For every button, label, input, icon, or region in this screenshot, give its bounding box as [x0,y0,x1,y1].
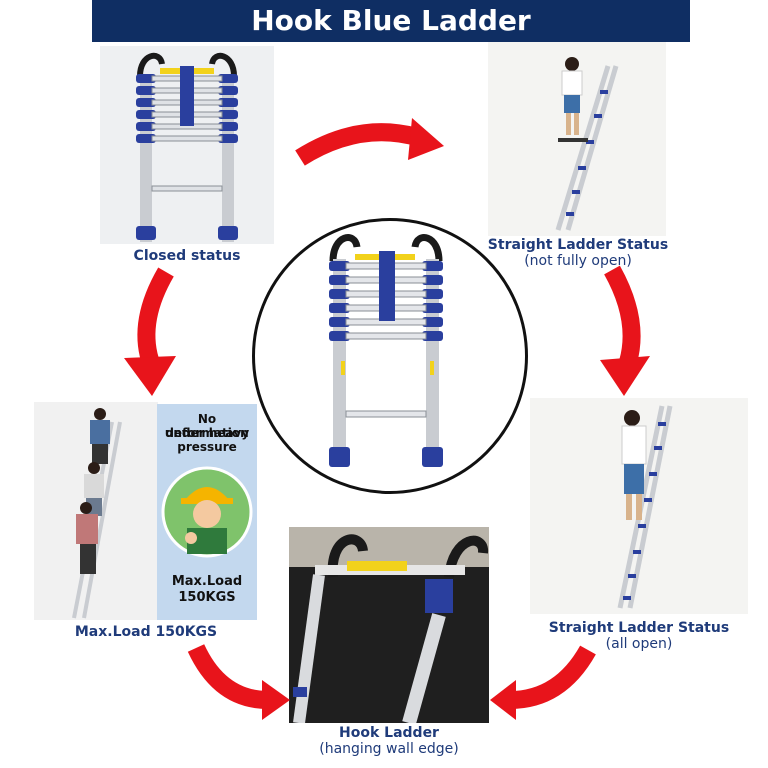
hook-ladder-photo [289,527,489,723]
curved-red-arrow-icon [187,644,290,720]
curved-red-arrow-icon [600,265,650,396]
hook-ladder-icon [329,234,443,467]
load-heading-line3: pressure [177,440,237,454]
load-footer-line2: 150KGS [178,590,236,605]
hook-wall-scene-icon [289,527,489,723]
straight-partial-photo [488,42,666,236]
caption-straight-partial-line1: Straight Ladder Status [487,237,669,253]
ladder-closed-icon [136,52,238,242]
load-info-panel: No deformation under heavy pressure Max.… [157,404,257,620]
caption-straight-full: Straight Ladder Status (all open) [530,620,748,652]
caption-straight-full-line2: (all open) [605,636,673,652]
caption-closed-text: Closed status [133,248,241,264]
max-load-photo [34,402,158,620]
caption-max-load-text: Max.Load 150KGS [74,624,218,640]
page-title: Hook Blue Ladder [92,0,690,42]
curved-red-arrow-icon [295,118,444,166]
caption-straight-partial-line2: (not fully open) [524,253,632,269]
ladder-full-scene-icon [530,398,748,614]
people-on-ladder-icon [72,408,122,619]
load-footer-line1: Max.Load [171,574,243,589]
ladder-partial-scene-icon [488,42,666,236]
caption-straight-partial: Straight Ladder Status (not fully open) [478,237,678,269]
straight-full-photo [530,398,748,614]
caption-hook-line1: Hook Ladder [339,725,439,741]
hard-hat-worker-icon [161,466,253,558]
caption-straight-full-line1: Straight Ladder Status [548,620,730,636]
load-heading-line2: under heavy [164,426,250,440]
caption-max-load: Max.Load 150KGS [34,624,258,640]
load-heading-line1: No deformation [165,412,249,440]
main-ladder-circle [252,218,528,494]
caption-hook-ladder: Hook Ladder (hanging wall edge) [289,725,489,757]
caption-closed-status: Closed status [100,248,274,264]
curved-red-arrow-icon [490,645,596,720]
caption-hook-line2: (hanging wall edge) [319,741,459,757]
curved-red-arrow-icon [124,267,176,396]
closed-ladder-photo [100,46,274,244]
